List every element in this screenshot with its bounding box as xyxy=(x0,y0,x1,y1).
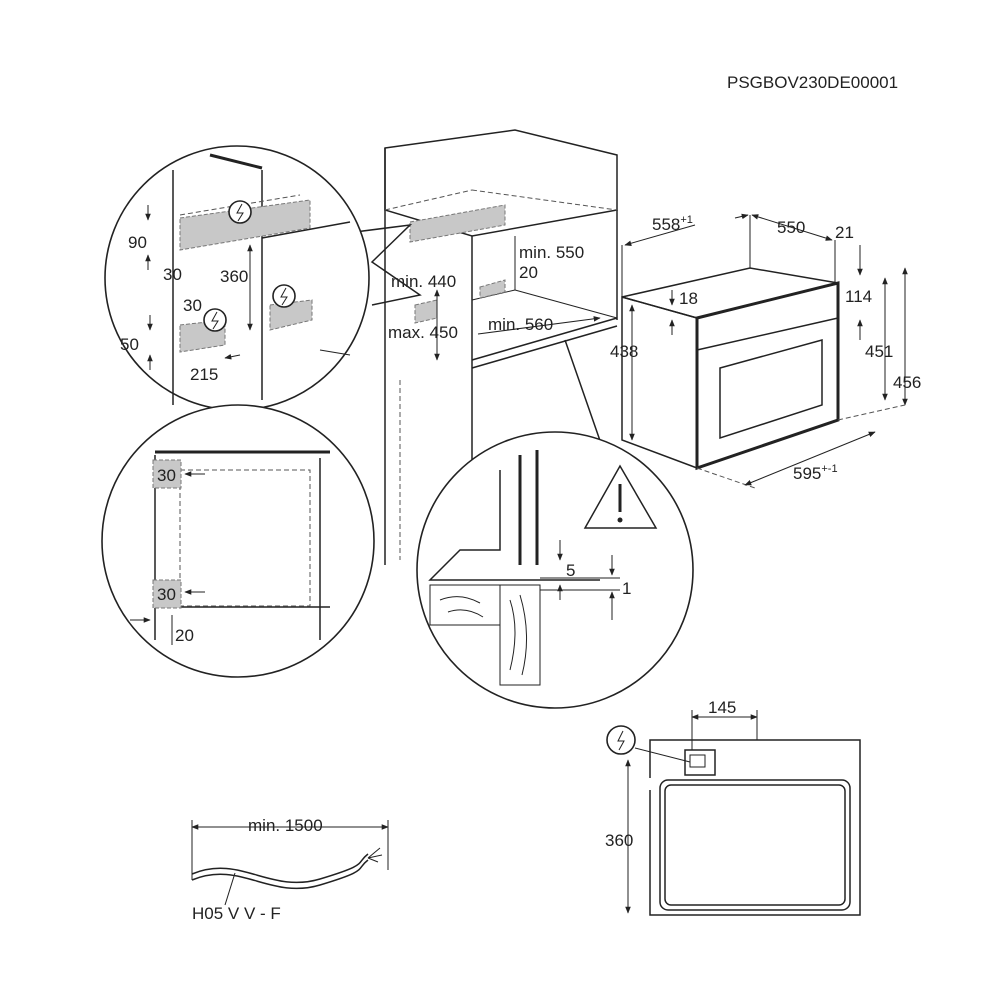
dim-595: 595+-1 xyxy=(793,463,838,483)
dim-20: 20 xyxy=(519,263,538,282)
dim-min-560: min. 560 xyxy=(488,315,553,334)
dim-rear-145: 145 xyxy=(708,698,736,717)
dim-558: 558+1 xyxy=(652,214,693,234)
dim-side-30-top: 30 xyxy=(157,466,176,485)
dim-114: 114 xyxy=(845,287,872,306)
cable-drawing xyxy=(191,820,389,906)
cable-length: min. 1500 xyxy=(248,816,323,835)
dim-5: 5 xyxy=(566,561,575,580)
dim-1: 1 xyxy=(622,579,631,598)
dim-max-450: max. 450 xyxy=(388,323,458,342)
dim-rear-360: 360 xyxy=(605,831,633,850)
dim-451: 451 xyxy=(865,342,893,361)
dim-18: 18 xyxy=(679,289,698,308)
dim-438: 438 xyxy=(610,342,638,361)
dim-30-upper: 30 xyxy=(163,265,182,284)
dim-21: 21 xyxy=(835,223,854,242)
dim-456: 456 xyxy=(893,373,921,392)
dim-50: 50 xyxy=(120,335,139,354)
floor-detail-circle xyxy=(416,339,694,709)
dim-360: 360 xyxy=(220,267,248,286)
side-gap-detail-circle xyxy=(101,404,375,678)
dim-side-30-bottom: 30 xyxy=(157,585,176,604)
electrical-detail-circle xyxy=(104,145,422,411)
dim-215: 215 xyxy=(190,365,218,384)
dim-min-550: min. 550 xyxy=(519,243,584,262)
dim-550: 550 xyxy=(777,218,805,237)
rear-view-drawing xyxy=(606,710,861,916)
electrical-connection-icon xyxy=(203,200,296,332)
dim-side-20: 20 xyxy=(175,626,194,645)
dim-90: 90 xyxy=(128,233,147,252)
dim-30-lower: 30 xyxy=(183,296,202,315)
cabinet-drawing xyxy=(384,129,618,565)
document-code: PSGBOV230DE00001 xyxy=(727,73,898,92)
warning-triangle-icon xyxy=(583,464,658,529)
oven-drawing xyxy=(621,213,908,489)
cable-type: H05 V V - F xyxy=(192,904,281,923)
